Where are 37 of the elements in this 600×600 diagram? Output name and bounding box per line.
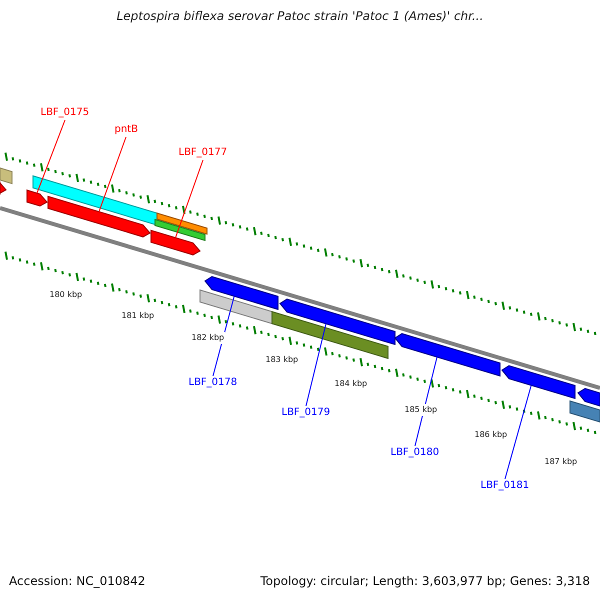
gene-segment	[154, 218, 206, 242]
gene-segment	[394, 333, 500, 377]
scale-label: 186 kbp	[474, 429, 508, 441]
scale-label: 187 kbp	[544, 456, 578, 468]
scale-label: 183 kbp	[264, 354, 300, 366]
gene-segment	[0, 180, 7, 195]
leader-line	[98, 136, 126, 212]
gene-segment	[150, 230, 201, 256]
gene-segment	[279, 298, 396, 346]
gene-segment	[32, 175, 158, 226]
leader-line	[504, 384, 532, 480]
gene-segment	[0, 167, 12, 184]
gene-segment	[577, 388, 600, 407]
footer-text: Accession: NC_010842	[9, 575, 146, 587]
scale-label: 181 kbp	[120, 310, 156, 322]
gene-segment	[204, 276, 278, 310]
gene-label: LBF_0175	[40, 107, 90, 119]
leader-line	[175, 160, 204, 238]
scale-label: 185 kbp	[404, 404, 438, 416]
gene-label: LBF_0180	[390, 447, 440, 459]
gene-label: pntB	[114, 124, 138, 136]
scale-label: 180 kbp	[48, 289, 84, 301]
title: Leptospira biflexa serovar Patoc strain 'Patoc 1 (Ames)' chr...	[116, 10, 484, 22]
leader-line	[306, 323, 326, 406]
gene-segment	[26, 189, 48, 207]
gene-label: LBF_0178	[188, 377, 238, 389]
scale-label: 182 kbp	[190, 332, 226, 344]
gene-segment	[200, 289, 272, 324]
gene-segment	[501, 365, 576, 400]
gene-segment	[156, 212, 208, 235]
gene-segment	[570, 400, 600, 423]
scale-label: 184 kbp	[334, 378, 368, 390]
gene-label: LBF_0179	[282, 407, 330, 419]
footer-text: Topology: circular; Length: 3,603,977 bp; Genes: 3,318	[260, 575, 590, 587]
gene-segment	[48, 196, 151, 238]
gene-label: LBF_0177	[178, 147, 228, 159]
gene-label: LBF_0181	[480, 480, 530, 492]
